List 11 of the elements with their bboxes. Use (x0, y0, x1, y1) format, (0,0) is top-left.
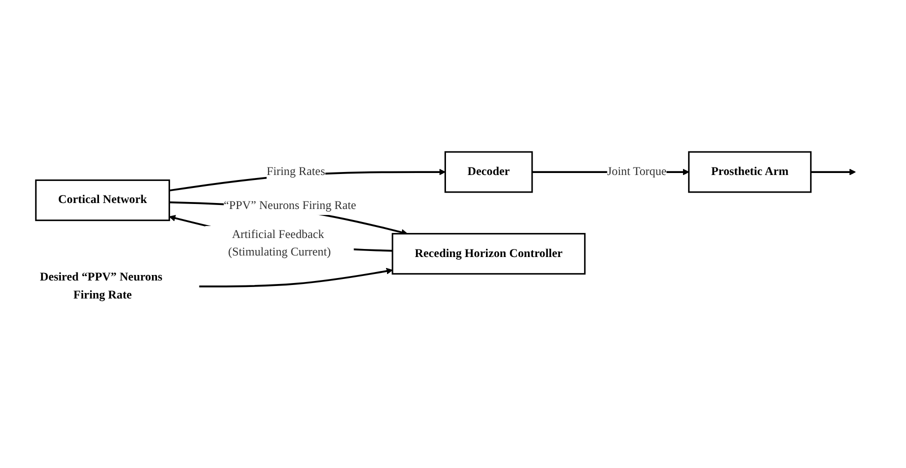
arrow (810, 169, 856, 176)
edge-label: Joint Torque (607, 166, 667, 178)
node-text: Desired “PPV” Neurons Firing Rate (40, 271, 162, 302)
arrow (199, 268, 393, 288)
node-box: Prosthetic Arm (688, 151, 812, 194)
node-box: Receding Horizon Controller (392, 233, 586, 275)
node-box: Cortical Network (35, 180, 170, 222)
edge-label: Firing Rates (266, 166, 326, 178)
edge-label: Artificial Feedback (Stimulating Current) (228, 228, 331, 259)
edge-label: “PPV” Neurons Firing Rate (224, 200, 356, 212)
node-box: Decoder (444, 151, 533, 194)
